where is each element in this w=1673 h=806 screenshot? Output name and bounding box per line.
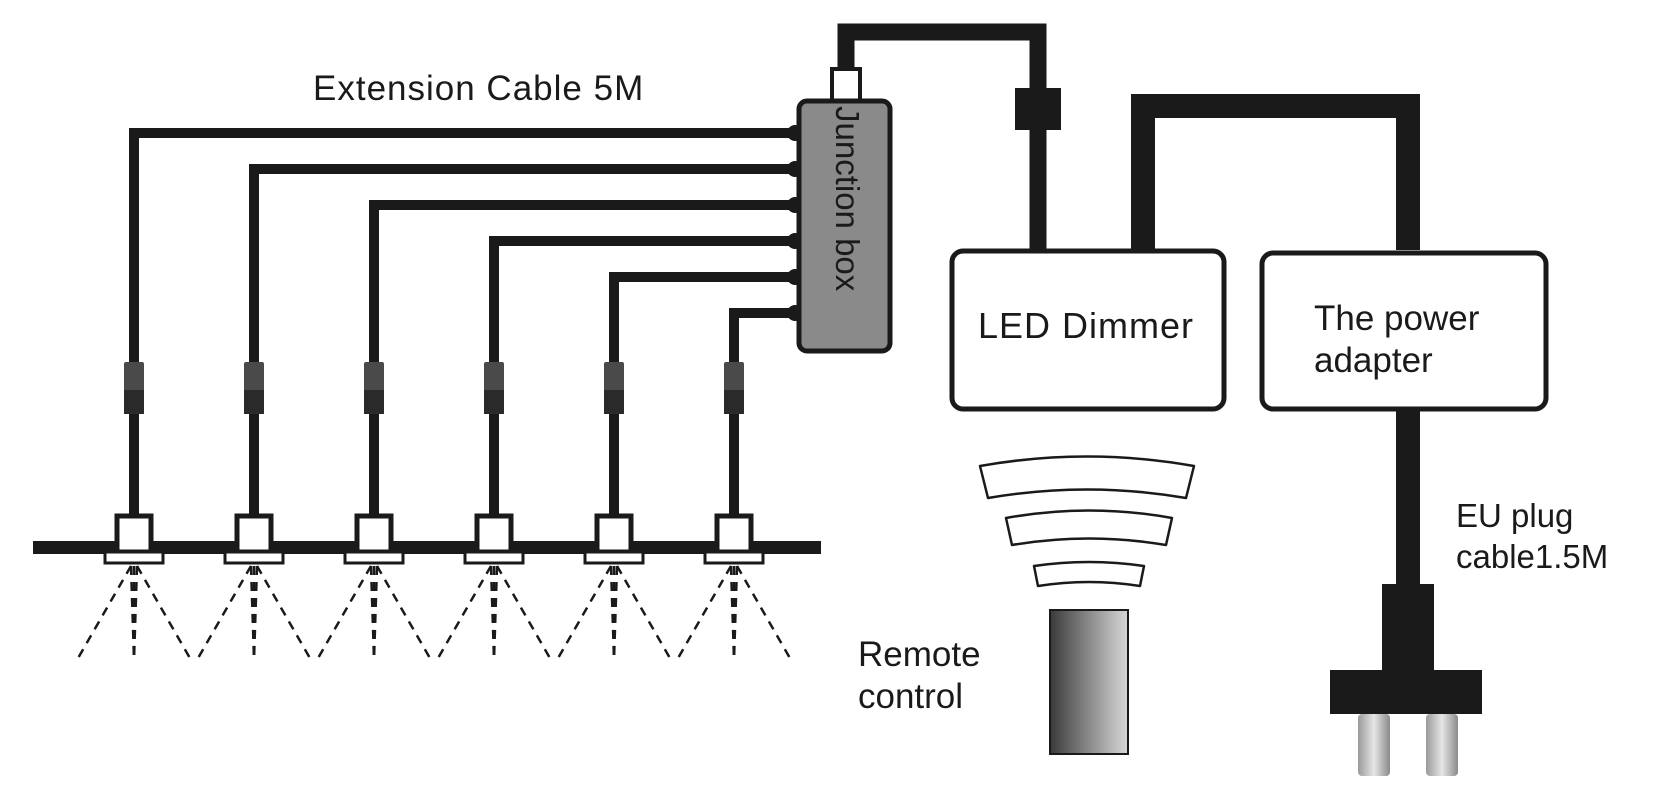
spotlight-2 — [234, 513, 274, 555]
extension-cable-3 — [369, 200, 794, 520]
cable-connector-band-3 — [364, 390, 384, 414]
eu-plug-pin-left — [1358, 714, 1390, 776]
signal-wave-small — [1032, 560, 1146, 588]
junction-box — [796, 98, 893, 354]
eu-plug-pin-right — [1426, 714, 1458, 776]
spotlight-bezel-1 — [103, 550, 165, 565]
cable-connector-band-2 — [244, 390, 264, 414]
extension-cable-1 — [129, 128, 794, 520]
eu-plug-cable — [1396, 409, 1420, 589]
inline-connector — [1015, 88, 1061, 130]
spotlight-bezel-5 — [583, 550, 645, 565]
extension-cable-2 — [249, 164, 794, 520]
signal-wave-medium — [1004, 509, 1174, 547]
spotlight-bezel-6 — [703, 550, 765, 565]
signal-wave-large — [978, 455, 1196, 500]
eu-plug-body — [1382, 584, 1434, 676]
extension-cables-group — [124, 125, 803, 520]
light-beam-3 — [315, 565, 433, 661]
remote-label-line2: control — [858, 677, 963, 716]
extension-cable-5 — [609, 272, 794, 520]
dimmer-to-adapter-cable — [1131, 94, 1420, 250]
light-beam-2 — [195, 565, 313, 661]
eu-plug-label-line2: cable1.5M — [1456, 538, 1608, 575]
light-beam-5 — [555, 565, 673, 661]
spotlight-bezel-2 — [223, 550, 285, 565]
power-adapter-label-line1: The power — [1314, 299, 1480, 338]
junction-to-dimmer-cable — [837, 23, 1047, 250]
power-adapter-label-line2: adapter — [1314, 341, 1433, 380]
light-beam-1 — [75, 565, 193, 661]
spotlight-bezel-3 — [343, 550, 405, 565]
junction-box-label: Junction box — [829, 106, 866, 292]
extension-cable-6 — [729, 308, 794, 520]
spotlight-6 — [714, 513, 754, 555]
eu-plug-label-line1: EU plug — [1456, 497, 1573, 534]
cable-connector-band-1 — [124, 390, 144, 414]
cable-connector-band-5 — [604, 390, 624, 414]
junction-box-connector — [830, 67, 862, 103]
remote-label-line1: Remote — [858, 635, 981, 674]
cable-connector-band-6 — [724, 390, 744, 414]
extension-cable-4 — [489, 236, 794, 520]
cable-connector-band-4 — [484, 390, 504, 414]
spotlight-4 — [474, 513, 514, 555]
led-dimmer-label: LED Dimmer — [978, 305, 1194, 346]
light-beam-4 — [435, 565, 553, 661]
extension-cable-label: Extension Cable 5M — [313, 69, 644, 108]
spotlight-5 — [594, 513, 634, 555]
remote-control — [1049, 609, 1129, 755]
spotlight-1 — [114, 513, 154, 555]
eu-plug-face — [1330, 670, 1482, 714]
spotlight-3 — [354, 513, 394, 555]
spotlights-group — [75, 513, 793, 661]
led-dimmer-box — [949, 248, 1227, 412]
light-beam-6 — [675, 565, 793, 661]
spotlight-bezel-4 — [463, 550, 525, 565]
